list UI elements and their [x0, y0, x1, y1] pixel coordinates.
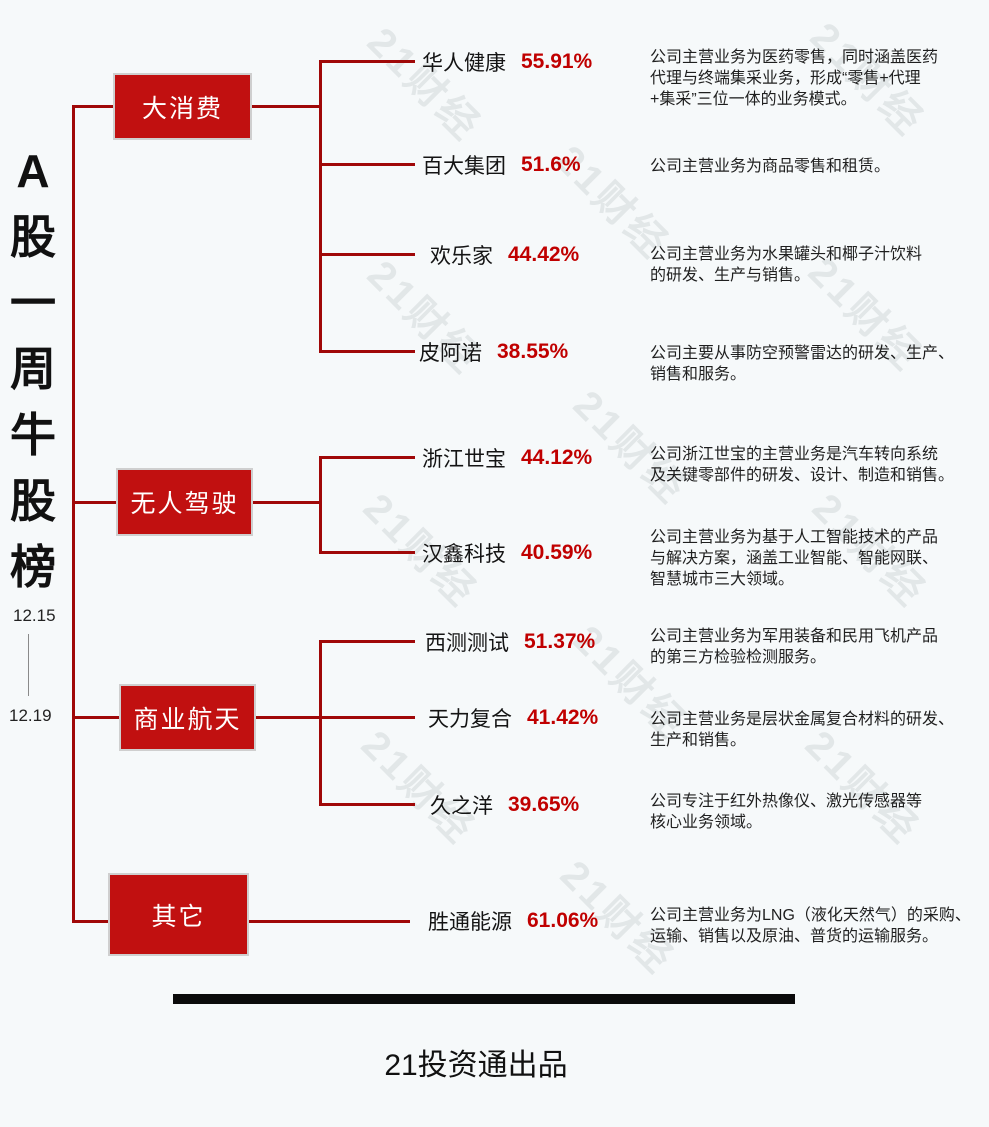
stock-name: 浙江世宝: [422, 448, 506, 471]
stock-change-pct: 61.06%: [527, 909, 599, 932]
stock-change-pct: 41.42%: [527, 706, 599, 729]
connector-line: [72, 920, 110, 923]
stock-row: 欢乐家 44.42%: [430, 239, 579, 271]
stock-name: 皮阿诺: [419, 342, 482, 365]
title-char: 股: [10, 475, 56, 527]
stock-row: 皮阿诺 38.55%: [419, 336, 568, 368]
category-box-autonomous-driving: 无人驾驶: [116, 468, 253, 536]
stock-description: 公司主营业务为商品零售和租赁。: [650, 158, 891, 175]
connector-line: [253, 501, 322, 504]
stock-description: 公司主营业务为医药零售，同时涵盖医药 代理与终端集采业务，形成“零售+代理 +集…: [650, 49, 939, 108]
stock-description: 公司主营业务为水果罐头和椰子汁饮料 的研发、生产与销售。: [650, 246, 923, 284]
title-char: 股: [10, 211, 56, 263]
stock-name: 欢乐家: [430, 245, 493, 268]
stock-name: 西测测试: [425, 632, 509, 655]
connector-line: [319, 253, 415, 256]
stock-description: 公司主要从事防空预警雷达的研发、生产、 销售和服务。: [650, 345, 955, 383]
category-box-others: 其它: [108, 873, 249, 956]
stock-description: 公司主营业务为LNG（液化天然气）的采购、 运输、销售以及原油、普货的运输服务。: [650, 907, 971, 945]
stock-change-pct: 44.42%: [508, 243, 580, 266]
stock-change-pct: 51.6%: [521, 153, 581, 176]
watermark-21caijing: 21财经: [352, 722, 484, 854]
stock-description: 公司专注于红外热像仪、激光传感器等 核心业务领域。: [650, 793, 923, 831]
stock-change-pct: 44.12%: [521, 446, 593, 469]
stock-change-pct: 40.59%: [521, 541, 593, 564]
title-char: 一: [10, 277, 56, 329]
connector-line: [319, 163, 415, 166]
stock-description: 公司主营业务是层状金属复合材料的研发、 生产和销售。: [650, 711, 955, 749]
stock-name: 胜通能源: [428, 911, 512, 934]
date-range-line: [28, 634, 29, 696]
connector-line: [72, 716, 121, 719]
connector-line: [319, 60, 415, 63]
date-end: 12.19: [9, 706, 52, 725]
connector-spine: [72, 105, 75, 923]
stock-name: 久之洋: [430, 795, 493, 818]
title-char: 牛: [10, 409, 56, 461]
connector-line: [319, 456, 415, 459]
branch-line: [319, 61, 322, 353]
stock-change-pct: 38.55%: [497, 340, 569, 363]
connector-line: [319, 551, 415, 554]
connector-line: [249, 920, 410, 923]
connector-line: [256, 716, 322, 719]
stock-change-pct: 51.37%: [524, 630, 596, 653]
stock-row: 久之洋 39.65%: [430, 789, 579, 821]
stock-row: 汉鑫科技 40.59%: [422, 537, 592, 569]
stock-description: 公司主营业务为基于人工智能技术的产品 与解决方案，涵盖工业智能、智能网联、 智慧…: [650, 529, 939, 588]
connector-line: [319, 803, 415, 806]
stock-name: 百大集团: [422, 155, 506, 178]
date-start: 12.15: [13, 606, 56, 625]
stock-row: 百大集团 51.6%: [422, 149, 581, 181]
category-box-consumer: 大消费: [113, 73, 252, 140]
title-char: 周: [10, 343, 56, 395]
stock-row: 浙江世宝 44.12%: [422, 442, 592, 474]
title-char: 榜: [10, 541, 56, 593]
divider-bar: [173, 994, 795, 1004]
stock-row: 华人健康 55.91%: [422, 46, 592, 78]
page-title: A 股 一 周 牛 股 榜: [6, 140, 60, 602]
stock-row: 胜通能源 61.06%: [428, 905, 598, 937]
branch-line: [319, 457, 322, 554]
stock-change-pct: 55.91%: [521, 50, 593, 73]
connector-line: [319, 716, 415, 719]
stock-row: 天力复合 41.42%: [428, 702, 598, 734]
stock-name: 汉鑫科技: [422, 543, 506, 566]
connector-line: [252, 105, 322, 108]
stock-row: 西测测试 51.37%: [425, 626, 595, 658]
title-char: A: [16, 145, 50, 197]
category-box-commercial-aerospace: 商业航天: [119, 684, 256, 751]
watermark-21caijing: 21财经: [358, 19, 490, 151]
connector-line: [72, 105, 115, 108]
stock-change-pct: 39.65%: [508, 793, 580, 816]
footer-brand: 21投资通出品: [384, 1049, 568, 1082]
stock-description: 公司浙江世宝的主营业务是汽车转向系统 及关键零部件的研发、设计、制造和销售。: [650, 446, 955, 484]
branch-line: [319, 641, 322, 806]
stock-name: 天力复合: [428, 708, 512, 731]
connector-line: [319, 350, 415, 353]
stock-name: 华人健康: [422, 52, 506, 75]
connector-line: [72, 501, 118, 504]
stock-description: 公司主营业务为军用装备和民用飞机产品 的第三方检验检测服务。: [650, 628, 939, 666]
connector-line: [319, 640, 415, 643]
